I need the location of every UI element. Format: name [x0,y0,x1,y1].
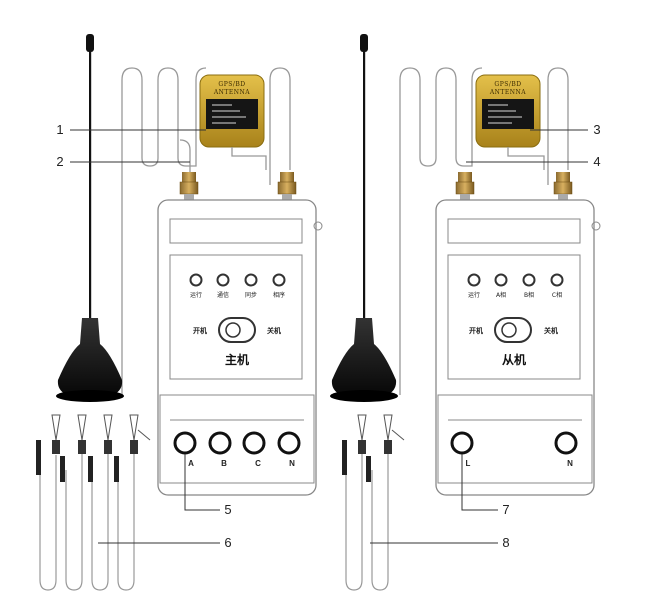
slave-switch-on-label: 开机 [469,326,483,335]
master-magnetic-base [57,318,123,400]
callout-number-7: 7 [502,502,509,517]
slave-whip-antenna [363,44,366,320]
slave-gps-label-plate [482,99,534,129]
master-clip-1 [36,414,65,482]
master-led-label-4: 相序 [273,291,285,299]
master-led-3 [244,273,258,287]
master-terminal-a[interactable] [173,431,197,455]
slave-power-switch[interactable] [494,317,532,343]
master-clip-2 [77,414,93,482]
callout-line-7 [461,454,498,511]
master-unit: GPS/BD ANTENNA [36,34,323,591]
callout-number-2: 2 [56,154,63,169]
slave-led-row: 运行 A相 B相 C相 [467,273,564,299]
master-clip-4 [129,414,151,454]
slave-terminal-label-l: L [466,459,471,468]
callout-number-4: 4 [593,154,600,169]
master-power-switch[interactable] [218,317,256,343]
master-led-label-1: 运行 [190,291,202,299]
slave-antenna-tip [360,34,368,52]
master-led-2 [216,273,230,287]
master-clip-3 [103,414,119,482]
master-terminal-label-c: C [255,459,261,468]
slave-switch-off-label: 关机 [544,326,558,335]
slave-switch-knob[interactable] [501,322,517,338]
master-gps-label-plate [206,99,258,129]
master-terminals: A B C N [173,431,301,468]
master-terminal-c[interactable] [242,431,266,455]
slave-led-label-4: C相 [552,291,562,299]
callout-number-8: 8 [502,535,509,550]
master-terminal-b[interactable] [208,431,232,455]
master-title: 主机 [225,352,249,367]
callout-number-5: 5 [224,502,231,517]
master-switch-off-label: 关机 [267,326,281,335]
master-led-row: 运行 通信 同步 相序 [189,273,286,299]
slave-alligator-clips [342,414,405,482]
master-antenna-tip [86,34,94,52]
master-terminal-label-n: N [289,459,295,468]
slave-unit: GPS/BD ANTENNA 运行 [330,34,601,591]
slave-left-connector [455,172,475,202]
slave-gps-antenna: GPS/BD ANTENNA [475,74,545,170]
master-switch-on-label: 开机 [193,326,207,335]
slave-led-1 [467,273,481,287]
slave-led-2 [494,273,508,287]
master-switch-knob[interactable] [225,322,241,338]
slave-display-window [447,218,581,244]
master-led-1 [189,273,203,287]
master-led-label-3: 同步 [245,291,257,299]
slave-title: 从机 [502,352,526,367]
callout-number-6: 6 [224,535,231,550]
master-led-4 [272,273,286,287]
slave-led-label-2: A相 [496,291,506,299]
master-alligator-clips [36,414,151,482]
master-whip-antenna [89,44,92,320]
slave-clip-1 [342,414,371,482]
slave-led-label-3: B相 [524,291,534,299]
slave-led-4 [550,273,564,287]
callout-number-3: 3 [593,122,600,137]
master-right-connector [277,172,297,202]
master-terminal-n[interactable] [277,431,301,455]
slave-led-label-1: 运行 [468,291,480,299]
slave-terminal-n[interactable] [554,431,578,455]
slave-led-3 [522,273,536,287]
slave-terminal-label-n: N [567,459,573,468]
callout-line-5 [184,454,220,511]
master-terminal-label-a: A [188,459,194,468]
slave-coiled-cable [399,67,483,395]
master-gps-line2: ANTENNA [213,89,250,96]
master-display-window [169,218,303,244]
master-left-connector [179,172,199,202]
master-terminal-label-b: B [221,459,227,468]
callout-number-1: 1 [56,122,63,137]
slave-gps-line1: GPS/BD [494,81,521,88]
master-led-label-2: 通信 [217,291,229,299]
master-test-leads [39,440,135,591]
slave-magnetic-base [331,318,397,400]
slave-gps-line2: ANTENNA [489,89,526,96]
slave-right-connector [553,172,573,202]
master-coiled-cable [121,67,207,395]
slave-test-leads [345,440,389,591]
master-gps-antenna: GPS/BD ANTENNA [199,74,267,170]
slave-terminals: L N [450,431,578,468]
callouts [70,129,588,544]
slave-clip-2 [383,414,405,454]
slave-terminal-l[interactable] [450,431,474,455]
master-gps-line1: GPS/BD [218,81,245,88]
